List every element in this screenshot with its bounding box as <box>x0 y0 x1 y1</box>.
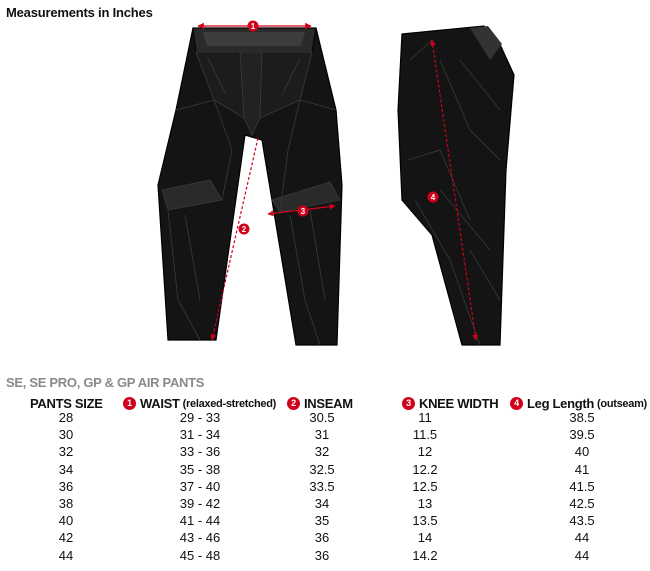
page-title: Measurements in Inches <box>6 5 153 20</box>
cell-waist: 33 - 36 <box>179 444 221 460</box>
cell-inseam: 33.5 <box>309 478 335 494</box>
cell-inseam: 36 <box>314 530 330 546</box>
table-row: 40 41 - 44 35 13.5 43.5 <box>0 513 650 530</box>
cell-leg-length: 39.5 <box>569 427 595 443</box>
badge-leg: 4 <box>510 397 523 410</box>
cell-knee-width: 11.5 <box>412 427 438 443</box>
cell-inseam: 32 <box>314 444 330 460</box>
product-subtitle: SE, SE PRO, GP & GP AIR PANTS <box>6 375 205 390</box>
cell-inseam: 31 <box>314 427 330 443</box>
pants-front-view <box>157 22 343 346</box>
cell-inseam: 35 <box>314 513 330 529</box>
badge-inseam: 2 <box>287 397 300 410</box>
cell-leg-length: 41.5 <box>569 478 595 494</box>
table-row: 30 31 - 34 31 11.5 39.5 <box>0 427 650 444</box>
cell-waist: 35 - 38 <box>179 461 221 477</box>
table-row: 36 37 - 40 33.5 12.5 41.5 <box>0 479 650 496</box>
cell-knee-width: 12.5 <box>412 478 438 494</box>
table-row: 38 39 - 42 34 13 42.5 <box>0 496 650 513</box>
table-row: 32 33 - 36 32 12 40 <box>0 444 650 461</box>
table-row: 42 43 - 46 36 14 44 <box>0 530 650 547</box>
cell-size: 32 <box>58 444 74 460</box>
cell-leg-length: 43.5 <box>569 513 595 529</box>
cell-knee-width: 12 <box>417 444 433 460</box>
cell-size: 36 <box>58 478 74 494</box>
cell-waist: 45 - 48 <box>179 547 221 563</box>
header-inseam: 2 INSEAM <box>287 396 353 411</box>
cell-waist: 37 - 40 <box>179 478 221 494</box>
cell-inseam: 30.5 <box>309 410 335 425</box>
cell-knee-width: 14.2 <box>412 547 438 563</box>
header-knee-label: KNEE WIDTH <box>419 396 499 411</box>
header-leg-note: (outseam) <box>597 397 647 410</box>
cell-size: 38 <box>58 495 74 511</box>
cell-waist: 41 - 44 <box>179 513 221 529</box>
marker-waist: 1 <box>247 20 259 32</box>
header-knee-width: 3 KNEE WIDTH <box>402 396 499 411</box>
pants-diagram: 1 2 3 4 <box>157 20 515 346</box>
cell-size: 30 <box>58 427 74 443</box>
table-row: 34 35 - 38 32.5 12.2 41 <box>0 462 650 479</box>
badge-knee: 3 <box>402 397 415 410</box>
cell-knee-width: 13.5 <box>412 513 438 529</box>
header-leg-label: Leg Length <box>527 396 595 411</box>
header-waist: 1 WAIST (relaxed-stretched) <box>123 396 276 411</box>
cell-waist: 43 - 46 <box>179 530 221 546</box>
table-row: 28 29 - 33 30.5 11 38.5 <box>0 410 650 427</box>
cell-leg-length: 44 <box>574 547 590 563</box>
marker-leg-length: 4 <box>427 191 439 203</box>
cell-leg-length: 41 <box>574 461 590 477</box>
cell-size: 34 <box>58 461 74 477</box>
header-waist-label: WAIST <box>140 396 180 411</box>
table-row: 44 45 - 48 36 14.2 44 <box>0 548 650 565</box>
cell-waist: 39 - 42 <box>179 495 221 511</box>
cell-inseam: 34 <box>314 495 330 511</box>
svg-text:1: 1 <box>251 22 256 31</box>
svg-text:3: 3 <box>301 207 306 216</box>
header-pants-size: PANTS SIZE <box>30 396 103 411</box>
marker-knee: 3 <box>297 205 309 217</box>
header-leg-length: 4 Leg Length (outseam) <box>510 396 647 411</box>
header-inseam-label: INSEAM <box>304 396 353 411</box>
cell-waist: 29 - 33 <box>179 410 221 425</box>
cell-leg-length: 38.5 <box>569 410 595 425</box>
cell-leg-length: 42.5 <box>569 495 595 511</box>
cell-size: 28 <box>58 410 74 425</box>
header-waist-note: (relaxed-stretched) <box>182 397 277 410</box>
cell-size: 44 <box>58 547 74 563</box>
cell-leg-length: 40 <box>574 444 590 460</box>
header-pants-size-label: PANTS SIZE <box>30 396 103 411</box>
cell-knee-width: 14 <box>417 530 433 546</box>
cell-leg-length: 44 <box>574 530 590 546</box>
cell-knee-width: 12.2 <box>412 461 438 477</box>
cell-waist: 31 - 34 <box>179 427 221 443</box>
cell-knee-width: 13 <box>417 495 433 511</box>
pants-side-view <box>397 25 515 346</box>
svg-text:2: 2 <box>242 225 247 234</box>
marker-inseam: 2 <box>238 223 250 235</box>
cell-size: 40 <box>58 513 74 529</box>
cell-knee-width: 11 <box>418 410 432 425</box>
cell-inseam: 32.5 <box>309 461 335 477</box>
svg-text:4: 4 <box>431 193 436 202</box>
cell-size: 42 <box>58 530 74 546</box>
badge-waist: 1 <box>123 397 136 410</box>
cell-inseam: 36 <box>314 547 330 563</box>
